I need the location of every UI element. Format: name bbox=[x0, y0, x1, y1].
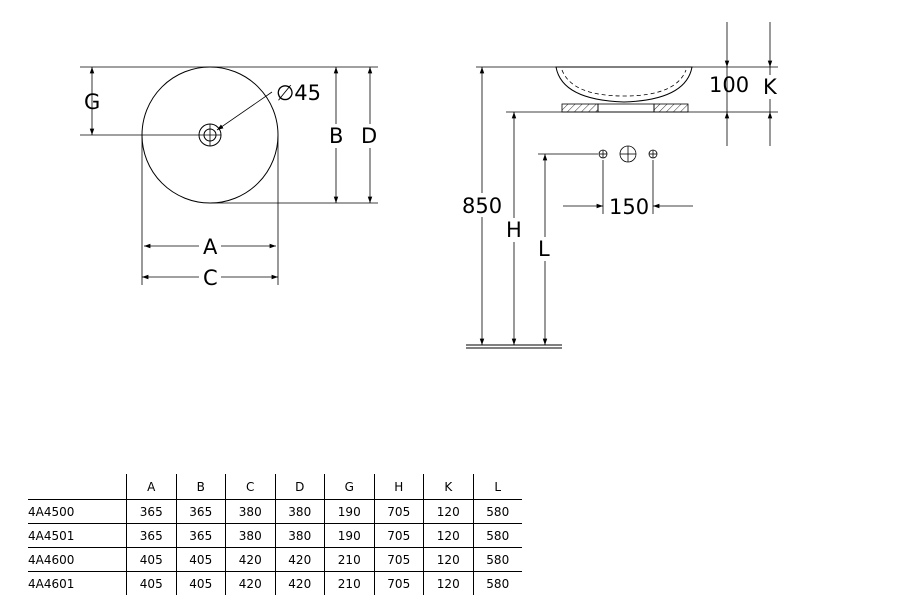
table-cell: 420 bbox=[225, 571, 275, 595]
basin-bowl bbox=[555, 66, 693, 103]
valve-right-icon bbox=[648, 149, 658, 159]
diameter-label: ∅45 bbox=[276, 81, 321, 105]
table-cell: 420 bbox=[274, 571, 325, 595]
table-cell: 580 bbox=[472, 523, 522, 548]
dimensions-table: A B C D G H K L 4A4500 365 365 380 380 1… bbox=[28, 474, 522, 595]
countertop-left bbox=[561, 103, 599, 113]
table-header-d: D bbox=[274, 474, 325, 500]
table-cell: 120 bbox=[423, 571, 473, 595]
table-cell: 420 bbox=[225, 547, 275, 572]
table-cell: 120 bbox=[423, 499, 473, 524]
table-cell: 405 bbox=[126, 571, 176, 595]
model-cell: 4A4501 bbox=[28, 523, 127, 548]
table-row: 4A4501 365 365 380 380 190 705 120 580 bbox=[28, 523, 522, 548]
model-cell: 4A4600 bbox=[28, 547, 127, 572]
table-cell: 705 bbox=[373, 571, 424, 595]
drain-connection-icon bbox=[619, 145, 637, 163]
valve-left-icon bbox=[598, 149, 608, 159]
h-label: H bbox=[506, 218, 522, 242]
table-row: 4A4600 405 405 420 420 210 705 120 580 bbox=[28, 547, 522, 572]
k-label: K bbox=[763, 75, 778, 99]
table-cell: 120 bbox=[423, 523, 473, 548]
table-cell: 210 bbox=[324, 571, 374, 595]
table-cell: 380 bbox=[225, 523, 275, 548]
table-cell: 190 bbox=[324, 523, 374, 548]
a-label: A bbox=[203, 235, 218, 259]
table-cell: 365 bbox=[126, 523, 176, 548]
side-view: 850 H L 150 bbox=[462, 22, 778, 349]
table-cell: 190 bbox=[324, 499, 374, 524]
table-cell: 580 bbox=[472, 571, 522, 595]
height-850-label: 850 bbox=[462, 194, 502, 218]
table-row: 4A4601 405 405 420 420 210 705 120 580 bbox=[28, 571, 522, 595]
c-label: C bbox=[203, 266, 218, 290]
table-header-c: C bbox=[225, 474, 275, 500]
top-view: G ∅45 B D A C bbox=[80, 66, 381, 290]
d-label: D bbox=[361, 124, 377, 148]
diameter-leader bbox=[216, 91, 273, 131]
table-cell: 210 bbox=[324, 547, 374, 572]
g-label: G bbox=[84, 90, 100, 114]
table-cell: 705 bbox=[373, 547, 424, 572]
table-header-l: L bbox=[472, 474, 522, 500]
table-cell: 380 bbox=[225, 499, 275, 524]
model-cell: 4A4601 bbox=[28, 571, 127, 595]
table-cell: 580 bbox=[472, 499, 522, 524]
table-header-row: A B C D G H K L bbox=[28, 474, 522, 500]
table-row: 4A4500 365 365 380 380 190 705 120 580 bbox=[28, 499, 522, 524]
table-cell: 405 bbox=[126, 547, 176, 572]
thickness-100-label: 100 bbox=[709, 73, 749, 97]
table-cell: 380 bbox=[274, 523, 325, 548]
l-label: L bbox=[538, 237, 550, 261]
countertop-right bbox=[653, 103, 689, 113]
table-header-a: A bbox=[126, 474, 176, 500]
table-cell: 380 bbox=[274, 499, 325, 524]
table-header-b: B bbox=[175, 474, 226, 500]
table-cell: 405 bbox=[175, 547, 226, 572]
table-cell: 405 bbox=[175, 571, 226, 595]
table-cell: 420 bbox=[274, 547, 325, 572]
table-cell: 705 bbox=[373, 499, 424, 524]
table-cell: 580 bbox=[472, 547, 522, 572]
table-header-h: H bbox=[373, 474, 424, 500]
table-cell: 705 bbox=[373, 523, 424, 548]
table-header-g: G bbox=[324, 474, 374, 500]
model-cell: 4A4500 bbox=[28, 499, 127, 524]
table-cell: 120 bbox=[423, 547, 473, 572]
table-cell: 365 bbox=[175, 523, 226, 548]
table-cell: 365 bbox=[126, 499, 176, 524]
spacing-150-label: 150 bbox=[609, 195, 649, 219]
table-header-model bbox=[28, 474, 127, 500]
b-label: B bbox=[329, 124, 343, 148]
table-cell: 365 bbox=[175, 499, 226, 524]
table-header-k: K bbox=[423, 474, 473, 500]
